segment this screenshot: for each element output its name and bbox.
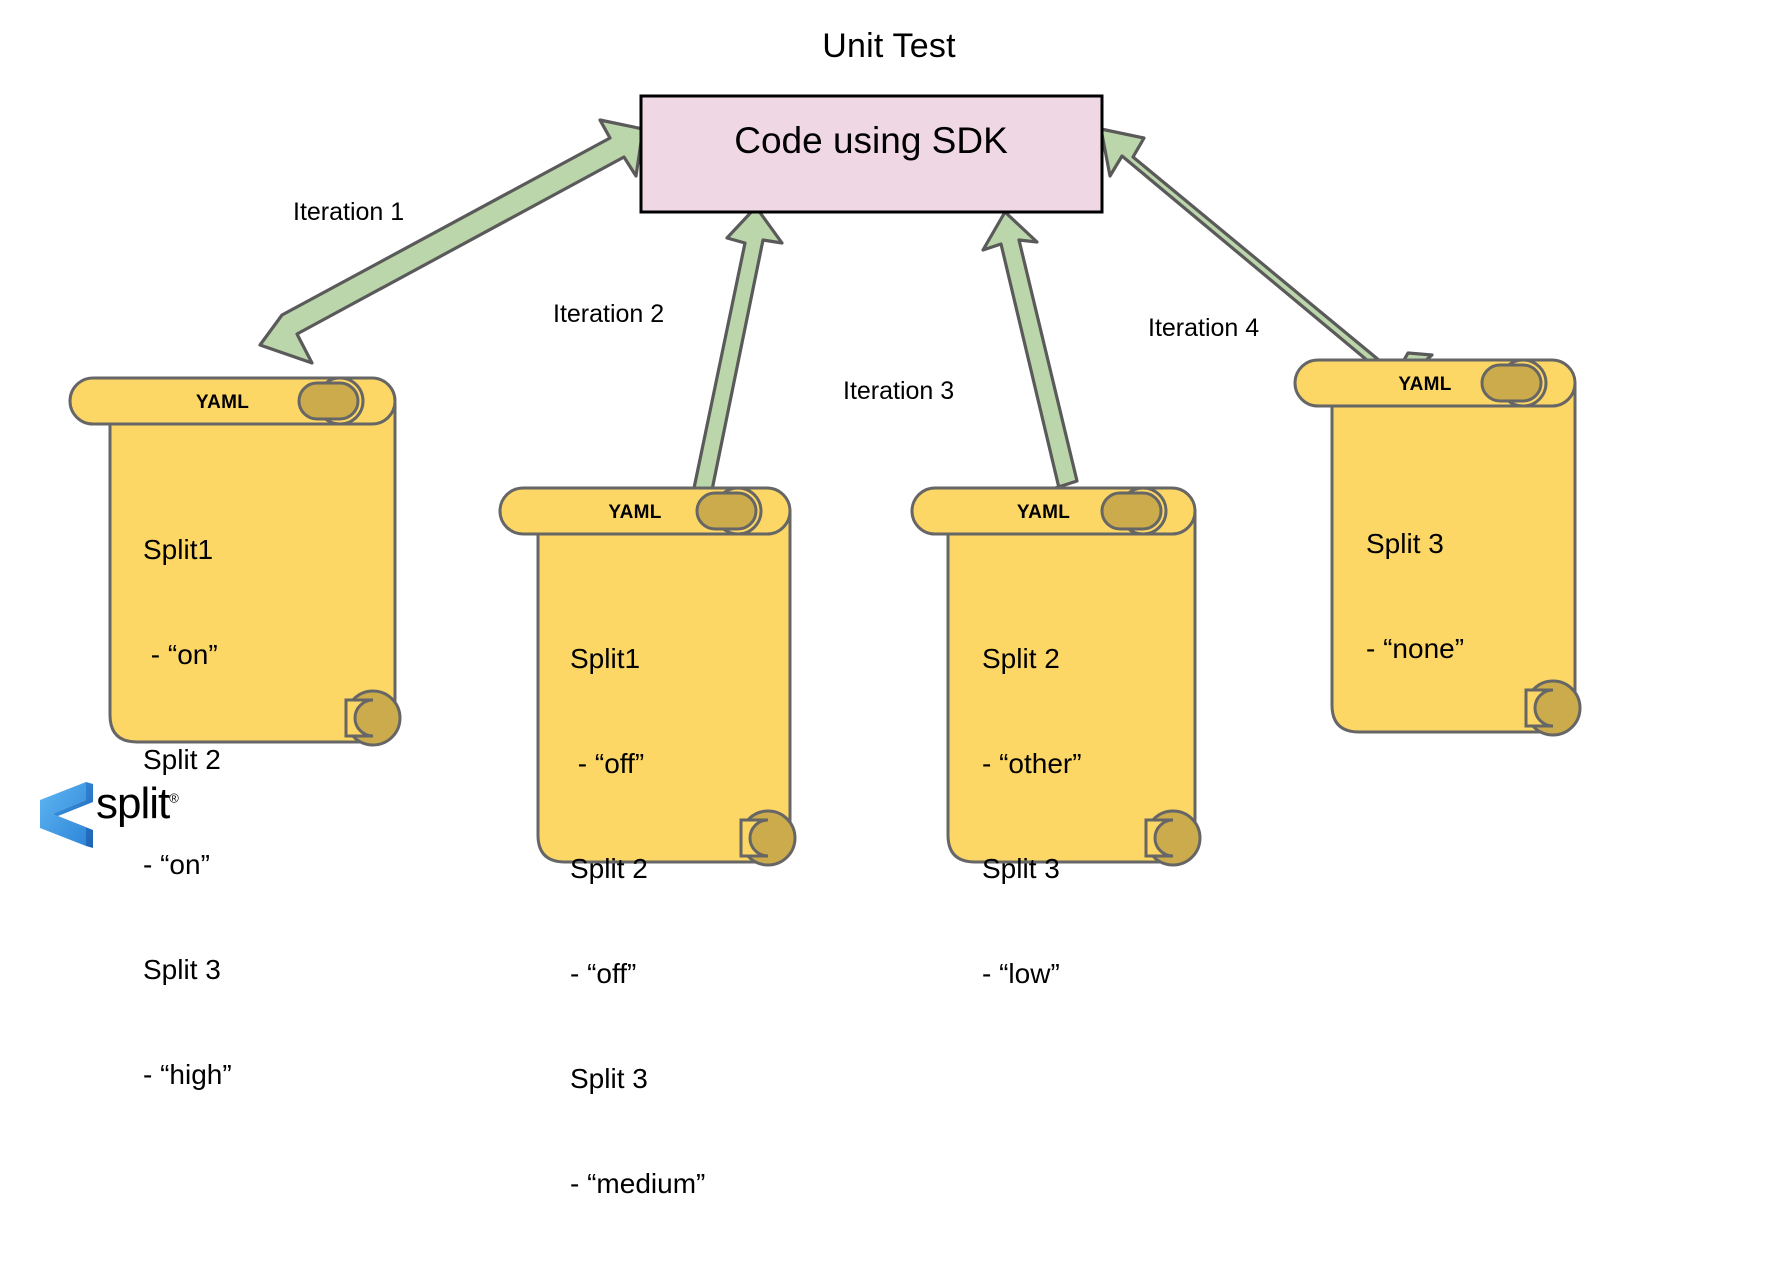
yaml-content-3: Split 2 - “other” Split 3 - “low” (982, 571, 1082, 1061)
yaml-line: Split 3 (570, 1063, 648, 1094)
yaml-tag-1: YAML (195, 392, 250, 413)
sdk-box-label: Code using SDK (734, 120, 1008, 161)
sdk-box-layer (639, 94, 1104, 214)
split-logo-trademark: ® (169, 790, 179, 806)
split-logo-word: split (96, 779, 170, 828)
yaml-line: Split 3 (982, 853, 1060, 884)
yaml-line: - “medium” (570, 1168, 706, 1199)
sdk-box[interactable] (639, 94, 1104, 214)
scroll-layer (68, 358, 1582, 867)
yaml-line: - “off” (570, 958, 637, 989)
yaml-line: Split 3 (1366, 528, 1444, 559)
split-logo-mark (40, 782, 93, 848)
yaml-line: Split1 (570, 643, 641, 674)
arrow-label-iteration-1: Iteration 1 (293, 198, 405, 226)
yaml-scroll-4[interactable] (1293, 358, 1582, 737)
yaml-scroll-1[interactable] (68, 376, 402, 747)
yaml-tag-3: YAML (1016, 502, 1071, 523)
yaml-line: - “high” (143, 1059, 232, 1090)
yaml-line: Split 2 (570, 853, 648, 884)
yaml-line: Split 2 (143, 744, 221, 775)
yaml-scroll-3[interactable] (910, 486, 1202, 867)
split-logo (40, 782, 93, 848)
yaml-tag-2: YAML (608, 502, 662, 523)
yaml-line: Split 2 (982, 643, 1060, 674)
yaml-content-4: Split 3 - “none” (1366, 456, 1464, 736)
arrow-label-iteration-4: Iteration 4 (1148, 314, 1260, 342)
page-title: Unit Test (822, 27, 956, 65)
yaml-content-2: Split1 - “off” Split 2 - “off” Split 3 -… (570, 571, 705, 1271)
arrow-label-iteration-3: Iteration 3 (843, 377, 955, 405)
yaml-scroll-2[interactable] (498, 486, 797, 867)
yaml-line: - “low” (982, 958, 1060, 989)
yaml-line: - “on” (143, 639, 218, 670)
yaml-line: Split 3 (143, 954, 221, 985)
diagram-canvas: Unit Test Code using SDK Iteration 1 Ite… (40, 27, 1582, 1199)
yaml-line: - “off” (570, 748, 645, 779)
split-logo-wordmark: split® (96, 779, 179, 829)
yaml-line: - “none” (1366, 633, 1465, 664)
yaml-line: - “on” (143, 849, 210, 880)
arrow-label-iteration-2: Iteration 2 (553, 300, 665, 328)
yaml-line: - “other” (982, 748, 1082, 779)
yaml-line: Split1 (143, 534, 214, 565)
yaml-tag-4: YAML (1398, 374, 1452, 395)
